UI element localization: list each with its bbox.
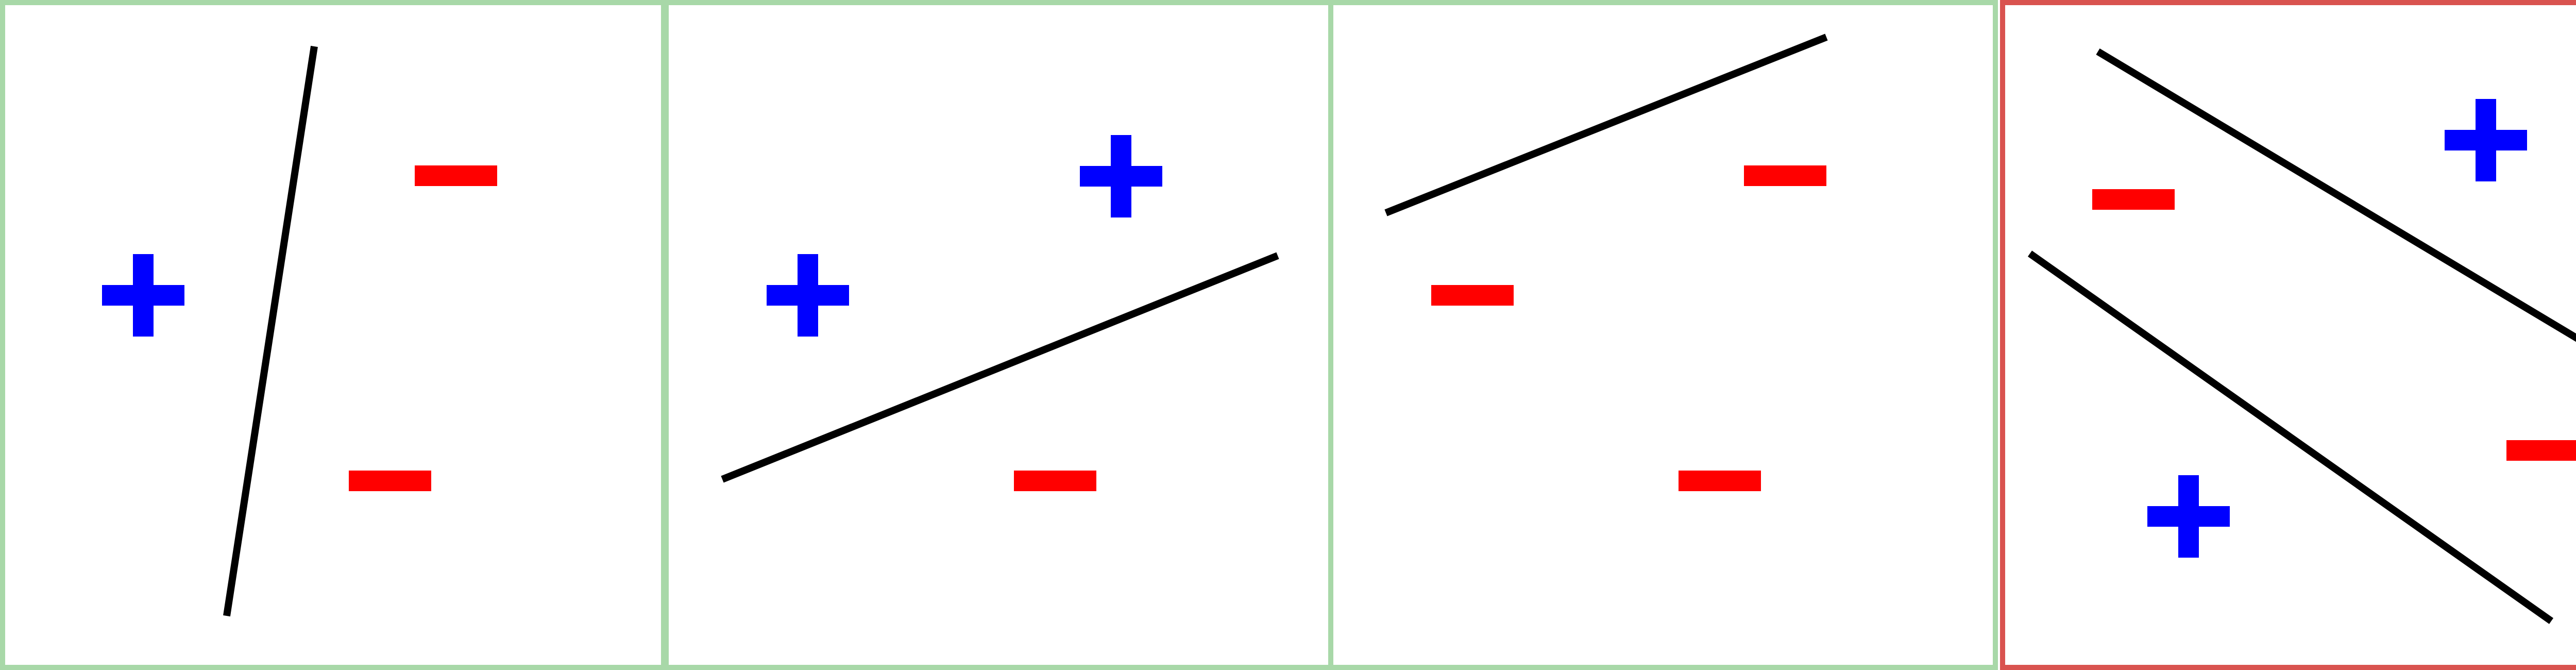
panel-border (1328, 0, 1998, 670)
plus-marker (767, 254, 849, 337)
panel-3 (1328, 0, 1998, 670)
plus-marker (102, 254, 184, 337)
separator-line (721, 252, 1279, 483)
minus-marker (1014, 471, 1096, 491)
separator-line (2096, 48, 2576, 342)
minus-marker (2506, 440, 2576, 461)
minus-marker (349, 471, 431, 491)
separator-line (223, 45, 318, 617)
panel-1 (0, 0, 666, 670)
separator-line (2027, 250, 2554, 624)
panel-4 (2000, 0, 2576, 670)
separator-line (1384, 34, 1828, 216)
minus-marker (1744, 165, 1826, 186)
plus-marker (2445, 99, 2527, 181)
minus-marker (1679, 471, 1761, 491)
minus-marker (2092, 189, 2175, 210)
plus-marker (1080, 135, 1162, 217)
plus-marker (2147, 475, 2230, 558)
minus-marker (415, 165, 497, 186)
panel-border (2000, 0, 2576, 670)
minus-marker (1431, 285, 1514, 306)
